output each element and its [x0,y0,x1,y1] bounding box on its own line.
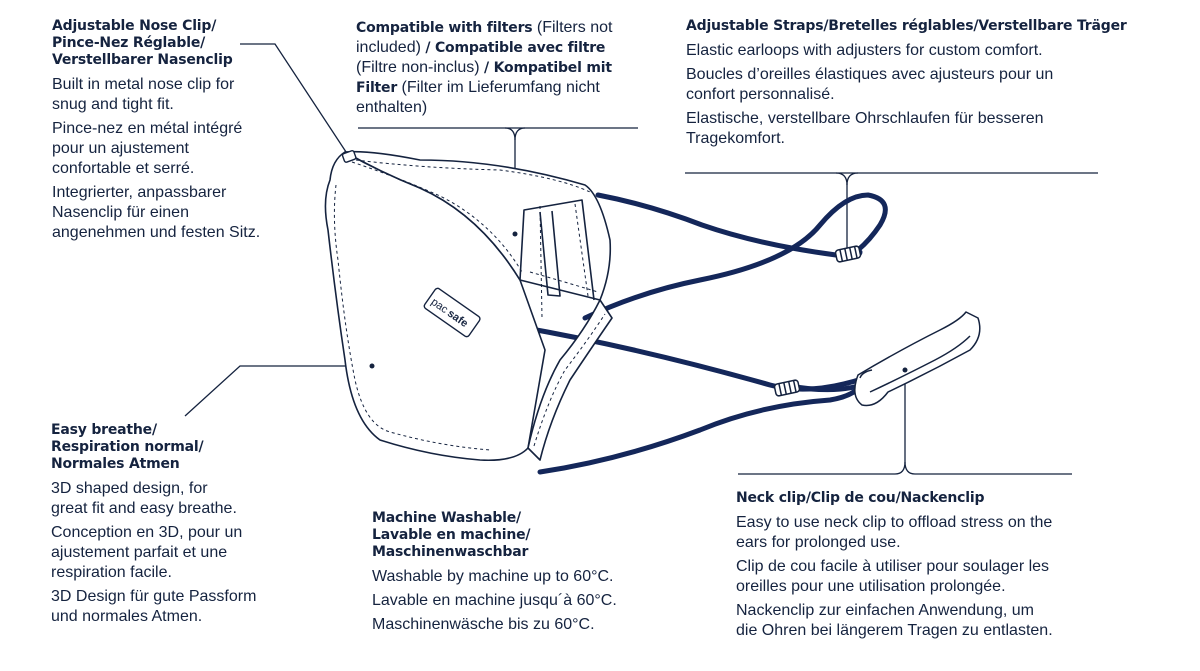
washable-paragraph: Lavable en machine jusqu´à 60°C. [372,591,672,611]
brand-label: pac safe [423,287,481,338]
breathe-paragraph: 3D Design für gute Passform und normales … [51,587,311,627]
paragraph-line: Nasenclip für einen [52,204,189,221]
paragraph-line: die Ohren bei längerem Tragen zu entlast… [736,622,1053,639]
paragraph-line: Built in metal nose clip for [52,76,235,93]
heading-line: Adjustable Straps/Bretelles réglables/Ve… [686,18,1127,34]
neck-clip-heading: Neck clip/Clip de cou/Nackenclip [736,490,1176,507]
paragraph-line: respiration facile. [51,564,172,581]
paragraph-line: confort personnalisé. [686,86,835,103]
paragraph-line: Lavable en machine jusqu´à 60°C. [372,592,617,609]
paragraph-line: oreilles pour une utilisation prolongée. [736,578,1006,595]
paragraph-line: Tragekomfort. [686,130,785,147]
paragraph-line: pour un ajustement [52,140,189,157]
leader-neck-clip-2 [904,461,1072,475]
neck-clip-paragraph: Clip de cou facile à utiliser pour soula… [736,557,1176,597]
filters-line: enthalten) [356,98,646,118]
mask-body [324,150,613,462]
heading-line: Machine Washable/ [372,510,521,526]
heading-line: Normales Atmen [51,456,180,472]
heading-line: Maschinenwaschbar [372,544,529,560]
paragraph-line: Integrierter, anpassbarer [52,184,227,201]
text-segment: (Filter im Lieferumfang nicht [397,79,600,96]
heading-line: Lavable en machine/ [372,527,531,543]
text-segment: included) [356,39,426,56]
leader-dots [369,231,908,373]
washable-heading: Machine Washable/Lavable en machine/Masc… [372,510,672,561]
bold-segment: / Compatible avec filtre [425,40,606,56]
neck-clip-paragraph: Easy to use neck clip to offload stress … [736,513,1176,553]
paragraph-line: Conception en 3D, pour un [51,524,243,541]
paragraph-line: great fit and easy breathe. [51,500,237,517]
paragraph-line: Elastische, verstellbare Ohrschlaufen fü… [686,110,1044,127]
paragraph-line: Maschinenwäsche bis zu 60°C. [372,616,595,633]
straps-heading: Adjustable Straps/Bretelles réglables/Ve… [686,18,1186,35]
filters-line: Filter (Filter im Lieferumfang nicht [356,78,646,98]
paragraph-line: angenehmen und festen Sitz. [52,224,261,241]
mask-stitching [333,159,606,451]
straps-paragraph: Elastische, verstellbare Ohrschlaufen fü… [686,109,1186,149]
straps-paragraph: Elastic earloops with adjusters for cust… [686,41,1186,61]
text-segment: (Filters not [532,19,613,36]
text-segment: enthalten) [356,99,428,116]
paragraph-line: Clip de cou facile à utiliser pour soula… [736,558,1050,575]
paragraph-line: Washable by machine up to 60°C. [372,568,614,585]
paragraph-line: Easy to use neck clip to offload stress … [736,514,1053,531]
paragraph-line: 3D Design für gute Passform [51,588,257,605]
heading-line: Verstellbarer Nasenclip [52,52,233,68]
callout-breathe: Easy breathe/Respiration normal/Normales… [51,422,311,631]
paragraph-line: Nackenclip zur einfachen Anwendung, um [736,602,1034,619]
heading-line: Neck clip/Clip de cou/Nackenclip [736,490,985,506]
leader-nose-clip [240,43,351,159]
bold-segment: / Kompatibel mit [484,60,612,76]
leader-filters-bracket-2 [514,127,526,141]
paragraph-line: confortable et serré. [52,160,195,177]
text-segment: (Filtre non-inclus) [356,59,485,76]
callout-nose-clip: Adjustable Nose Clip/Pince-Nez Réglable/… [52,18,312,247]
paragraph-line: Boucles d’oreilles élastiques avec ajust… [686,66,1054,83]
callout-straps: Adjustable Straps/Bretelles réglables/Ve… [686,18,1186,153]
washable-paragraph: Washable by machine up to 60°C. [372,567,672,587]
paragraph-line: Elastic earloops with adjusters for cust… [686,42,1043,59]
heading-line: Adjustable Nose Clip/ [52,18,217,34]
leader-lines [184,43,1098,475]
paragraph-line: ears for prolonged use. [736,534,901,551]
heading-line: Easy breathe/ [51,422,157,438]
heading-line: Pince-Nez Réglable/ [52,35,206,51]
filters-line: included) / Compatible avec filtre [356,38,646,58]
bold-segment: Compatible with filters [356,20,533,36]
paragraph-line: 3D shaped design, for [51,480,208,497]
nose-clip-tab [341,150,357,163]
callout-washable: Machine Washable/Lavable en machine/Masc… [372,510,672,639]
washable-paragraph: Maschinenwäsche bis zu 60°C. [372,615,672,635]
paragraph-line: snug and tight fit. [52,96,174,113]
nose-clip-paragraph: Built in metal nose clip for snug and tig… [52,75,312,115]
upper-strap-return [582,192,888,321]
filters-line: Compatible with filters (Filters not [356,18,646,38]
neck-clip-paragraph: Nackenclip zur einfachen Anwendung, um di… [736,601,1176,641]
lower-strap-return [537,375,868,475]
nose-clip-heading: Adjustable Nose Clip/Pince-Nez Réglable/… [52,18,312,69]
bold-segment: Filter [356,80,398,96]
leader-straps-bracket-2 [846,172,859,186]
breathe-heading: Easy breathe/Respiration normal/Normales… [51,422,311,473]
breathe-paragraph: Conception en 3D, pour un ajustement parf… [51,523,311,583]
filters-line: (Filtre non-inclus) / Kompatibel mit [356,58,646,78]
nose-clip-paragraph: Pince-nez en métal intégré pour un ajuste… [52,119,312,179]
heading-line: Respiration normal/ [51,439,204,455]
paragraph-line: und normales Atmen. [51,608,203,625]
paragraph-line: ajustement parfait et une [51,544,228,561]
adjuster-lower [773,379,801,397]
straps-paragraph: Boucles d’oreilles élastiques avec ajust… [686,65,1186,105]
neck-clip-part [854,311,981,407]
breathe-paragraph: 3D shaped design, for great fit and easy … [51,479,311,519]
leader-straps-bracket [835,172,848,252]
adjuster-upper [834,245,862,263]
leader-breathe [184,365,370,417]
paragraph-line: Pince-nez en métal intégré [52,120,243,137]
